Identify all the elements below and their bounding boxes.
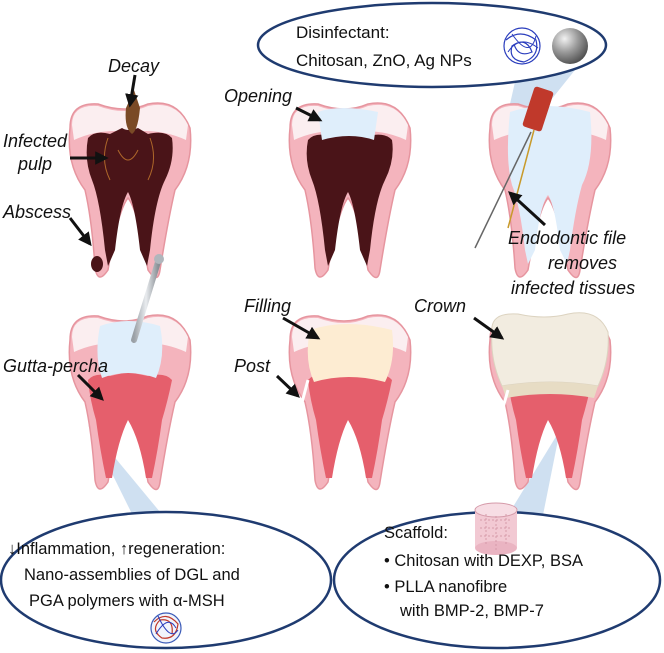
plugger-instrument-icon xyxy=(131,254,164,343)
disinfectant-agents: Chitosan, ZnO, Ag NPs xyxy=(296,51,472,70)
opening-arrow xyxy=(295,106,323,122)
label-opening: Opening xyxy=(224,86,292,106)
tooth-filling-post xyxy=(288,314,412,491)
tooth-gutta-percha xyxy=(68,314,192,491)
scaffold-cylinder-icon xyxy=(474,502,518,555)
endodontic-file-icon xyxy=(474,86,554,249)
scaffold-item3: with BMP-2, BMP-7 xyxy=(399,602,544,620)
filling-arrow xyxy=(282,316,321,340)
inflammation-line2: Nano-assemblies of DGL and xyxy=(24,566,240,584)
inflammation-callout: ↓Inflammation, ↑regeneration: Nano-assem… xyxy=(0,510,333,650)
label-endodontic-file-1: Endodontic file xyxy=(508,228,626,248)
inflammation-line3: PGA polymers with α-MSH xyxy=(29,592,225,610)
arrows xyxy=(68,74,547,401)
scaffold-pointer xyxy=(505,430,560,530)
tooth-infected xyxy=(68,90,192,279)
decay-arrow xyxy=(125,74,139,108)
crown-arrow xyxy=(473,316,505,340)
label-endodontic-file-2: removes xyxy=(548,253,617,273)
label-endodontic-file-3: infected tissues xyxy=(511,278,635,298)
abscess-arrow xyxy=(68,217,92,247)
disinfectant-title: Disinfectant: xyxy=(296,23,390,42)
scaffold-item2: • PLLA nanofibre xyxy=(384,578,507,596)
label-decay: Decay xyxy=(108,56,160,76)
label-infected-pulp-2: pulp xyxy=(17,154,52,174)
metal-nanoparticle-icon xyxy=(552,28,588,64)
scaffold-title: Scaffold: xyxy=(384,524,448,542)
tooth-crown xyxy=(488,312,612,491)
label-crown: Crown xyxy=(414,296,466,316)
label-abscess: Abscess xyxy=(2,202,71,222)
nano-assembly-icon xyxy=(150,612,182,644)
abscess-mark xyxy=(91,256,103,272)
labels: Decay Infected pulp Abscess Opening Endo… xyxy=(2,56,635,376)
disinfectant-callout: Disinfectant: Chitosan, ZnO, Ag NPs xyxy=(256,1,608,89)
scaffold-callout: Scaffold: • Chitosan with DEXP, BSA • PL… xyxy=(332,502,662,650)
tooth-cleaned xyxy=(488,102,612,279)
gutta-percha-arrow xyxy=(76,373,104,401)
inflammation-line1: ↓Inflammation, ↑regeneration: xyxy=(8,540,225,558)
tooth-opening xyxy=(288,102,412,279)
label-filling: Filling xyxy=(244,296,291,316)
scaffold-item1: • Chitosan with DEXP, BSA xyxy=(384,552,583,570)
chitosan-nanoparticle-icon xyxy=(503,27,541,65)
post-arrow xyxy=(275,374,300,398)
label-post: Post xyxy=(234,356,271,376)
endodontic-file-arrow xyxy=(508,191,547,227)
label-infected-pulp-1: Infected xyxy=(3,131,68,151)
label-gutta-percha: Gutta-percha xyxy=(3,356,108,376)
